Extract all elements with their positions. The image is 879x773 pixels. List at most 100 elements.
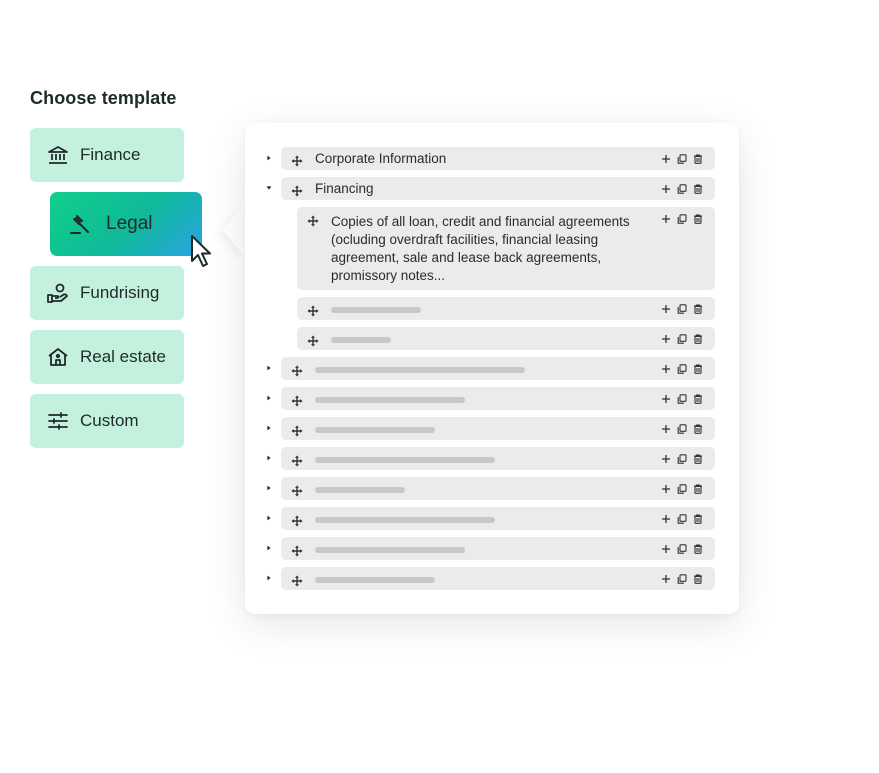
delete-icon[interactable] xyxy=(693,393,703,405)
add-icon[interactable] xyxy=(661,573,671,585)
drag-handle-icon[interactable] xyxy=(291,424,303,437)
folder-row[interactable] xyxy=(281,357,715,380)
duplicate-icon[interactable] xyxy=(677,513,687,525)
folder-row[interactable] xyxy=(281,477,715,500)
caret-right-icon[interactable] xyxy=(264,153,274,163)
duplicate-icon[interactable] xyxy=(677,453,687,465)
add-icon[interactable] xyxy=(661,363,671,375)
delete-icon[interactable] xyxy=(693,573,703,585)
row-actions xyxy=(661,213,703,225)
bank-icon xyxy=(46,143,70,167)
add-icon[interactable] xyxy=(661,393,671,405)
duplicate-icon[interactable] xyxy=(677,393,687,405)
add-icon[interactable] xyxy=(661,213,671,225)
add-icon[interactable] xyxy=(661,183,671,195)
duplicate-icon[interactable] xyxy=(677,183,687,195)
duplicate-icon[interactable] xyxy=(677,573,687,585)
duplicate-icon[interactable] xyxy=(677,483,687,495)
add-icon[interactable] xyxy=(661,333,671,345)
add-icon[interactable] xyxy=(661,303,671,315)
row-actions xyxy=(661,333,703,345)
drag-handle-icon[interactable] xyxy=(291,364,303,377)
caret-right-icon[interactable] xyxy=(264,543,274,553)
template-fundrising-button[interactable]: Fundrising xyxy=(30,266,184,320)
duplicate-icon[interactable] xyxy=(677,153,687,165)
row-actions xyxy=(661,513,703,525)
caret-right-icon[interactable] xyxy=(264,393,274,403)
folder-row[interactable] xyxy=(281,567,715,590)
duplicate-icon[interactable] xyxy=(677,303,687,315)
duplicate-icon[interactable] xyxy=(677,333,687,345)
row-actions xyxy=(661,543,703,555)
folder-label-placeholder xyxy=(315,427,435,433)
delete-icon[interactable] xyxy=(693,213,703,225)
folder-row[interactable]: Financing xyxy=(281,177,715,200)
folder-row[interactable] xyxy=(281,507,715,530)
caret-right-icon[interactable] xyxy=(264,483,274,493)
caret-right-icon[interactable] xyxy=(264,513,274,523)
drag-handle-icon[interactable] xyxy=(291,574,303,587)
document-request-row[interactable] xyxy=(297,297,715,320)
page-title: Choose template xyxy=(30,88,177,108)
row-actions xyxy=(661,393,703,405)
folder-label-placeholder xyxy=(315,397,465,403)
caret-right-icon[interactable] xyxy=(264,363,274,373)
delete-icon[interactable] xyxy=(693,543,703,555)
delete-icon[interactable] xyxy=(693,363,703,375)
folder-row[interactable] xyxy=(281,447,715,470)
row-actions xyxy=(661,423,703,435)
delete-icon[interactable] xyxy=(693,423,703,435)
delete-icon[interactable] xyxy=(693,333,703,345)
template-real-estate-button[interactable]: Real estate xyxy=(30,330,184,384)
template-legal-button[interactable]: Legal xyxy=(50,192,202,256)
drag-handle-icon[interactable] xyxy=(291,484,303,497)
document-request-row[interactable]: Copies of all loan, credit and financial… xyxy=(297,207,715,290)
delete-icon[interactable] xyxy=(693,483,703,495)
folder-row[interactable] xyxy=(281,537,715,560)
duplicate-icon[interactable] xyxy=(677,543,687,555)
duplicate-icon[interactable] xyxy=(677,213,687,225)
template-label: Finance xyxy=(80,145,141,164)
folder-row[interactable] xyxy=(281,417,715,440)
add-icon[interactable] xyxy=(661,513,671,525)
drag-handle-icon[interactable] xyxy=(307,304,319,317)
hand-coin-icon xyxy=(46,281,70,305)
drag-handle-icon[interactable] xyxy=(291,514,303,527)
drag-handle-icon[interactable] xyxy=(291,544,303,557)
delete-icon[interactable] xyxy=(693,303,703,315)
duplicate-icon[interactable] xyxy=(677,423,687,435)
template-label: Custom xyxy=(80,411,139,430)
delete-icon[interactable] xyxy=(693,183,703,195)
caret-right-icon[interactable] xyxy=(264,573,274,583)
drag-handle-icon[interactable] xyxy=(307,214,319,227)
delete-icon[interactable] xyxy=(693,153,703,165)
folder-label-placeholder xyxy=(315,547,465,553)
drag-handle-icon[interactable] xyxy=(291,394,303,407)
delete-icon[interactable] xyxy=(693,513,703,525)
folder-label-placeholder xyxy=(315,577,435,583)
duplicate-icon[interactable] xyxy=(677,363,687,375)
caret-down-icon[interactable] xyxy=(264,183,274,193)
add-icon[interactable] xyxy=(661,483,671,495)
add-icon[interactable] xyxy=(661,453,671,465)
house-icon xyxy=(46,345,70,369)
row-actions xyxy=(661,363,703,375)
template-custom-button[interactable]: Custom xyxy=(30,394,184,448)
drag-handle-icon[interactable] xyxy=(291,154,303,167)
row-actions xyxy=(661,183,703,195)
caret-right-icon[interactable] xyxy=(264,423,274,433)
add-icon[interactable] xyxy=(661,153,671,165)
folder-row[interactable]: Corporate Information xyxy=(281,147,715,170)
document-request-row[interactable] xyxy=(297,327,715,350)
folder-row[interactable] xyxy=(281,387,715,410)
row-actions xyxy=(661,573,703,585)
document-request-placeholder xyxy=(331,307,421,313)
drag-handle-icon[interactable] xyxy=(291,454,303,467)
delete-icon[interactable] xyxy=(693,453,703,465)
add-icon[interactable] xyxy=(661,423,671,435)
add-icon[interactable] xyxy=(661,543,671,555)
template-finance-button[interactable]: Finance xyxy=(30,128,184,182)
drag-handle-icon[interactable] xyxy=(307,334,319,347)
caret-right-icon[interactable] xyxy=(264,453,274,463)
drag-handle-icon[interactable] xyxy=(291,184,303,197)
